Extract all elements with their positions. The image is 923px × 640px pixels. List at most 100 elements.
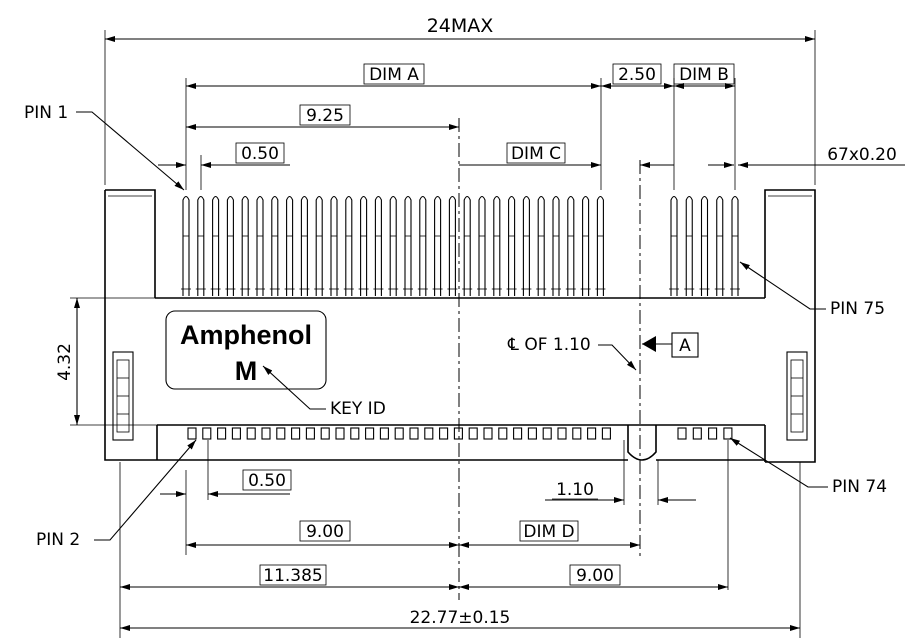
dim-0-50-bottom: 0.50 bbox=[248, 471, 286, 491]
top-pin bbox=[551, 195, 561, 296]
top-pin bbox=[714, 195, 725, 296]
top-pin bbox=[240, 195, 251, 296]
logo-mark: M bbox=[235, 356, 258, 386]
amphenol-logo: Amphenol M bbox=[165, 310, 327, 390]
dimension-labels: 24MAX DIM A 2.50 DIM B 9.25 0.50 DIM C 6… bbox=[55, 15, 897, 628]
bottom-pin bbox=[677, 427, 687, 440]
top-pin bbox=[343, 195, 354, 296]
top-pin-row-left bbox=[181, 195, 606, 296]
top-pin bbox=[417, 195, 428, 296]
top-pin-row-right bbox=[669, 195, 740, 296]
top-pin bbox=[447, 195, 458, 296]
bottom-pin bbox=[723, 427, 733, 440]
dim-b-label: DIM B bbox=[679, 65, 729, 85]
top-pin bbox=[314, 195, 325, 296]
bottom-pin bbox=[409, 427, 419, 440]
top-pin bbox=[358, 195, 369, 296]
top-pin bbox=[299, 195, 310, 296]
dim-4-32: 4.32 bbox=[55, 343, 75, 381]
pin-75-label: PIN 75 bbox=[830, 299, 885, 319]
top-pin bbox=[580, 195, 591, 296]
bottom-pin bbox=[276, 427, 286, 440]
bottom-pin bbox=[692, 427, 702, 440]
extension-lines bbox=[70, 30, 816, 638]
centerline-note: ℄ OF 1.10 bbox=[507, 335, 591, 355]
bottom-pin bbox=[527, 427, 537, 440]
bottom-pin bbox=[350, 427, 360, 440]
top-pin bbox=[506, 195, 517, 296]
bottom-pin bbox=[305, 427, 315, 440]
bottom-pin bbox=[187, 427, 197, 440]
bottom-pin bbox=[468, 427, 478, 440]
top-pin bbox=[521, 195, 532, 296]
top-pin bbox=[373, 195, 384, 296]
bottom-pin bbox=[379, 427, 389, 440]
top-pin bbox=[491, 195, 502, 296]
bottom-pin bbox=[365, 427, 375, 440]
bottom-pin bbox=[439, 427, 449, 440]
dim-11-385: 11.385 bbox=[263, 566, 322, 586]
top-pin bbox=[284, 195, 295, 296]
bottom-pin bbox=[231, 427, 241, 440]
top-pin bbox=[195, 195, 206, 296]
top-pin bbox=[210, 195, 221, 296]
pin-1-label: PIN 1 bbox=[24, 103, 68, 123]
dim-9-00-left: 9.00 bbox=[306, 522, 344, 542]
top-pin bbox=[269, 195, 280, 296]
bottom-pin bbox=[498, 427, 508, 440]
bottom-pin bbox=[394, 427, 404, 440]
dim-9-00-right: 9.00 bbox=[576, 566, 614, 586]
top-pin bbox=[388, 195, 399, 296]
bottom-pin bbox=[320, 427, 330, 440]
bottom-pin bbox=[202, 427, 212, 440]
dim-67x0-20: 67x0.20 bbox=[827, 145, 897, 165]
dim-a-label: DIM A bbox=[369, 65, 419, 85]
dim-22-77: 22.77±0.15 bbox=[410, 608, 511, 628]
dim-d-label: DIM D bbox=[523, 522, 574, 542]
connector-body bbox=[104, 189, 816, 463]
top-pin bbox=[565, 195, 576, 296]
bottom-pin-row-left bbox=[187, 427, 611, 440]
top-pin bbox=[329, 195, 339, 296]
top-pin bbox=[432, 195, 443, 296]
top-pin bbox=[225, 195, 236, 296]
bottom-pin bbox=[557, 427, 567, 440]
bottom-pin bbox=[601, 427, 611, 440]
bottom-pin bbox=[246, 427, 256, 440]
dim-overall-max: 24MAX bbox=[427, 15, 494, 37]
top-pin bbox=[595, 195, 606, 296]
bottom-pin bbox=[542, 427, 552, 440]
dim-0-50-top: 0.50 bbox=[241, 144, 279, 164]
bottom-pin bbox=[572, 427, 582, 440]
bottom-pin bbox=[291, 427, 301, 440]
top-pin bbox=[477, 195, 487, 296]
pin-74-label: PIN 74 bbox=[832, 477, 887, 497]
datum-a-label: A bbox=[679, 336, 691, 356]
top-pin bbox=[255, 195, 265, 296]
top-pin bbox=[669, 195, 679, 296]
pin-2-label: PIN 2 bbox=[36, 530, 80, 550]
bottom-pin bbox=[335, 427, 345, 440]
callouts: PIN 1 PIN 75 PIN 74 PIN 2 KEY ID ℄ OF 1.… bbox=[24, 103, 887, 550]
key-id-label: KEY ID bbox=[330, 399, 386, 419]
bottom-pin bbox=[453, 427, 463, 440]
top-pin bbox=[730, 195, 740, 296]
dimension-lines bbox=[74, 36, 905, 631]
dim-2-50: 2.50 bbox=[618, 65, 656, 85]
bottom-pin bbox=[424, 427, 434, 440]
top-pin bbox=[181, 195, 191, 296]
bottom-pin bbox=[261, 427, 271, 440]
bottom-pin-row-right bbox=[677, 427, 733, 440]
dim-9-25: 9.25 bbox=[306, 106, 344, 126]
top-pin bbox=[684, 195, 695, 296]
bottom-pin bbox=[217, 427, 227, 440]
logo-brand: Amphenol bbox=[180, 320, 312, 350]
top-pin bbox=[536, 195, 547, 296]
bottom-pin bbox=[587, 427, 597, 440]
top-pin bbox=[462, 195, 473, 296]
bottom-pin bbox=[513, 427, 523, 440]
bottom-pin bbox=[483, 427, 493, 440]
bottom-pin bbox=[708, 427, 718, 440]
dim-c-label: DIM C bbox=[511, 144, 561, 164]
